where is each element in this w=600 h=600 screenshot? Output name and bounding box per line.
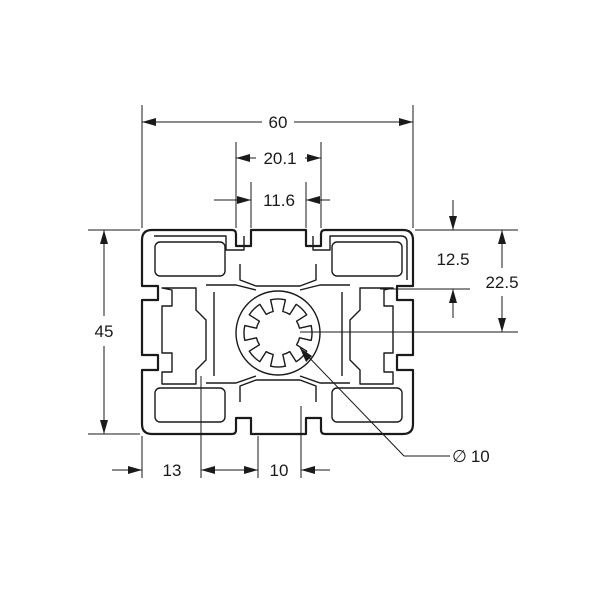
slot-chamber-left (161, 287, 207, 385)
arrowhead (498, 230, 506, 244)
arrowhead (142, 118, 156, 126)
slot-chamber-top (239, 264, 317, 287)
bore-diameter-value: 10 (471, 447, 490, 466)
arrowhead (128, 466, 142, 474)
leader-line-diagonal (299, 347, 405, 457)
arrowhead (301, 466, 315, 474)
arrowhead (201, 466, 215, 474)
slot-chamber-right (349, 287, 394, 385)
cavity-top-left (154, 241, 226, 277)
dim-slot-pitch: 10 (270, 461, 289, 480)
arrowhead (449, 216, 457, 230)
profile-inner-wall (154, 235, 408, 280)
arrowhead (307, 154, 321, 162)
cavity-top-right (331, 241, 403, 277)
dim-slot-outer-width: 20.1 (263, 149, 296, 168)
dim-overall-width: 60 (269, 113, 288, 132)
center-web (206, 284, 350, 384)
dim-half-height: 22.5 (485, 273, 518, 292)
diameter-symbol: ∅ (452, 447, 467, 466)
arrowhead (399, 118, 413, 126)
arrowhead (498, 318, 506, 332)
dim-wall-left: 13 (163, 461, 182, 480)
profile-outline (140, 228, 415, 436)
arrowhead (449, 289, 457, 303)
arrowhead (244, 466, 258, 474)
arrowhead (306, 196, 320, 204)
slot-chamber-bottom (239, 379, 317, 402)
dim-slot-opening: 11.6 (263, 191, 295, 210)
cavity-bottom-left (154, 387, 226, 423)
arrowhead (237, 196, 251, 204)
center-bore-splines (243, 298, 313, 368)
dim-slot-offset: 12.5 (436, 250, 469, 269)
cavity-bottom-right (331, 387, 403, 423)
arrowhead (100, 420, 108, 434)
arrowhead (100, 230, 108, 244)
dim-bore-diameter: ∅10 (452, 447, 490, 466)
arrowhead (300, 348, 312, 362)
dim-overall-height: 45 (95, 322, 114, 341)
arrowhead (236, 154, 250, 162)
